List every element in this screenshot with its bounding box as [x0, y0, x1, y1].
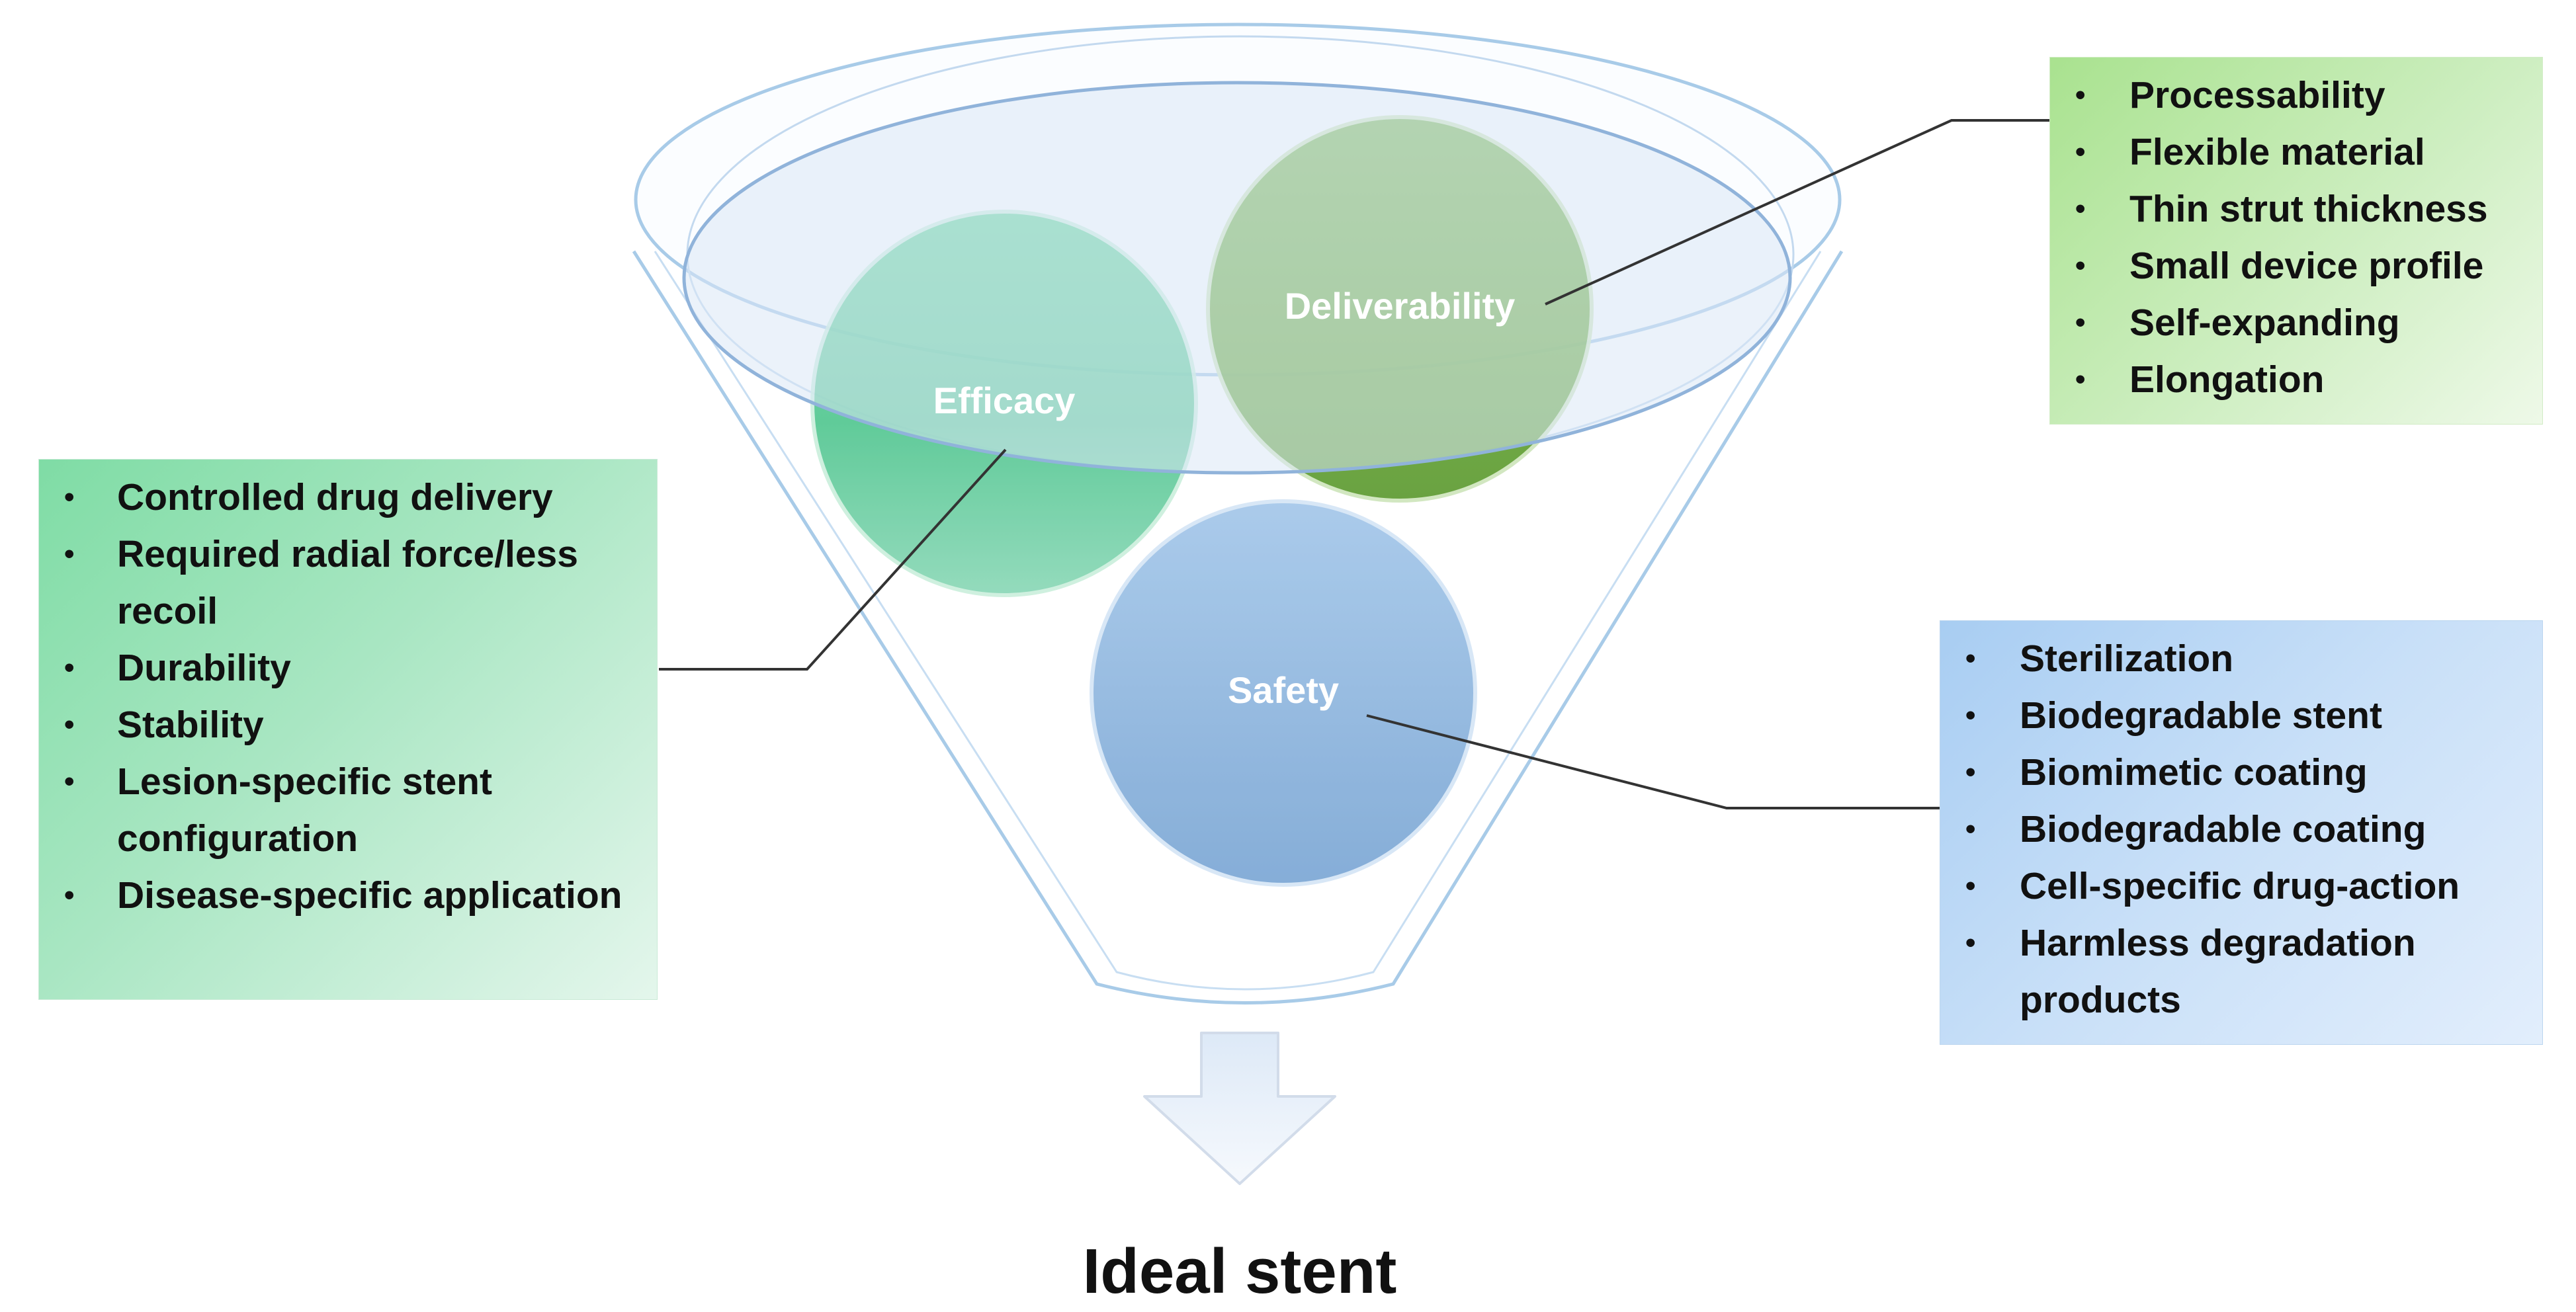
bullet-icon: •: [64, 481, 75, 513]
deliverability-label: Deliverability: [1285, 285, 1516, 327]
bullet-icon: •: [64, 651, 75, 684]
bullet-icon: •: [1965, 813, 1976, 845]
bullet-icon: •: [2075, 249, 2086, 282]
safety-label: Safety: [1228, 669, 1339, 711]
list-item: •Stability: [39, 696, 657, 753]
list-item: •Controlled drug delivery: [39, 469, 657, 526]
list-item: •Sterilization: [1940, 630, 2542, 687]
list-item: •Required radial force/less recoil: [39, 526, 657, 639]
list-item: •Self-expanding: [2050, 294, 2542, 351]
safety-connector: [1366, 714, 1940, 809]
bullet-icon: •: [64, 879, 75, 911]
result-label: Ideal stent: [1083, 1236, 1397, 1307]
funnel-body-inner: [654, 251, 1822, 991]
list-item: •Harmless degradation products: [1940, 915, 2542, 1028]
list-item: •Lesion-specific stent configuration: [39, 753, 657, 867]
bullet-icon: •: [1965, 926, 1976, 959]
bullet-icon: •: [64, 765, 75, 798]
efficacy-list: •Controlled drug delivery •Required radi…: [39, 469, 657, 924]
safety-list: •Sterilization •Biodegradable stent •Bio…: [1940, 630, 2542, 1028]
efficacy-requirements-box: •Controlled drug delivery •Required radi…: [38, 459, 658, 1000]
bullet-icon: •: [2075, 136, 2086, 168]
list-item: •Durability: [39, 639, 657, 696]
bullet-icon: •: [1965, 642, 1976, 675]
deliverability-connector: [1545, 119, 2049, 306]
efficacy-label: Efficacy: [933, 380, 1076, 421]
funnel-body-outer: [632, 250, 1844, 1004]
bullet-icon: •: [64, 538, 75, 570]
list-item: •Small device profile: [2050, 237, 2542, 294]
list-item: •Biomimetic coating: [1940, 744, 2542, 801]
bullet-icon: •: [2075, 79, 2086, 111]
funnel-opening: [682, 81, 1792, 475]
safety-requirements-box: •Sterilization •Biodegradable stent •Bio…: [1940, 620, 2543, 1045]
list-item: •Disease-specific application: [39, 867, 657, 924]
bullet-icon: •: [2075, 363, 2086, 395]
bullet-icon: •: [1965, 756, 1976, 788]
deliverability-list: •Processability •Flexible material •Thin…: [2050, 67, 2542, 408]
list-item: •Flexible material: [2050, 124, 2542, 181]
list-item: •Processability: [2050, 67, 2542, 124]
bullet-icon: •: [1965, 699, 1976, 731]
list-item: •Biodegradable stent: [1940, 687, 2542, 744]
list-item: •Thin strut thickness: [2050, 181, 2542, 237]
list-item: •Biodegradable coating: [1940, 801, 2542, 858]
bullet-icon: •: [2075, 306, 2086, 339]
down-arrow-icon: [1143, 1032, 1336, 1185]
list-item: •Elongation: [2050, 351, 2542, 408]
deliverability-requirements-box: •Processability •Flexible material •Thin…: [2049, 57, 2543, 425]
safety-bubble: [1090, 499, 1477, 887]
bullet-icon: •: [2075, 192, 2086, 225]
list-item: •Cell-specific drug-action: [1940, 858, 2542, 915]
efficacy-connector: [659, 448, 1007, 671]
bullet-icon: •: [1965, 870, 1976, 902]
bullet-icon: •: [64, 708, 75, 741]
